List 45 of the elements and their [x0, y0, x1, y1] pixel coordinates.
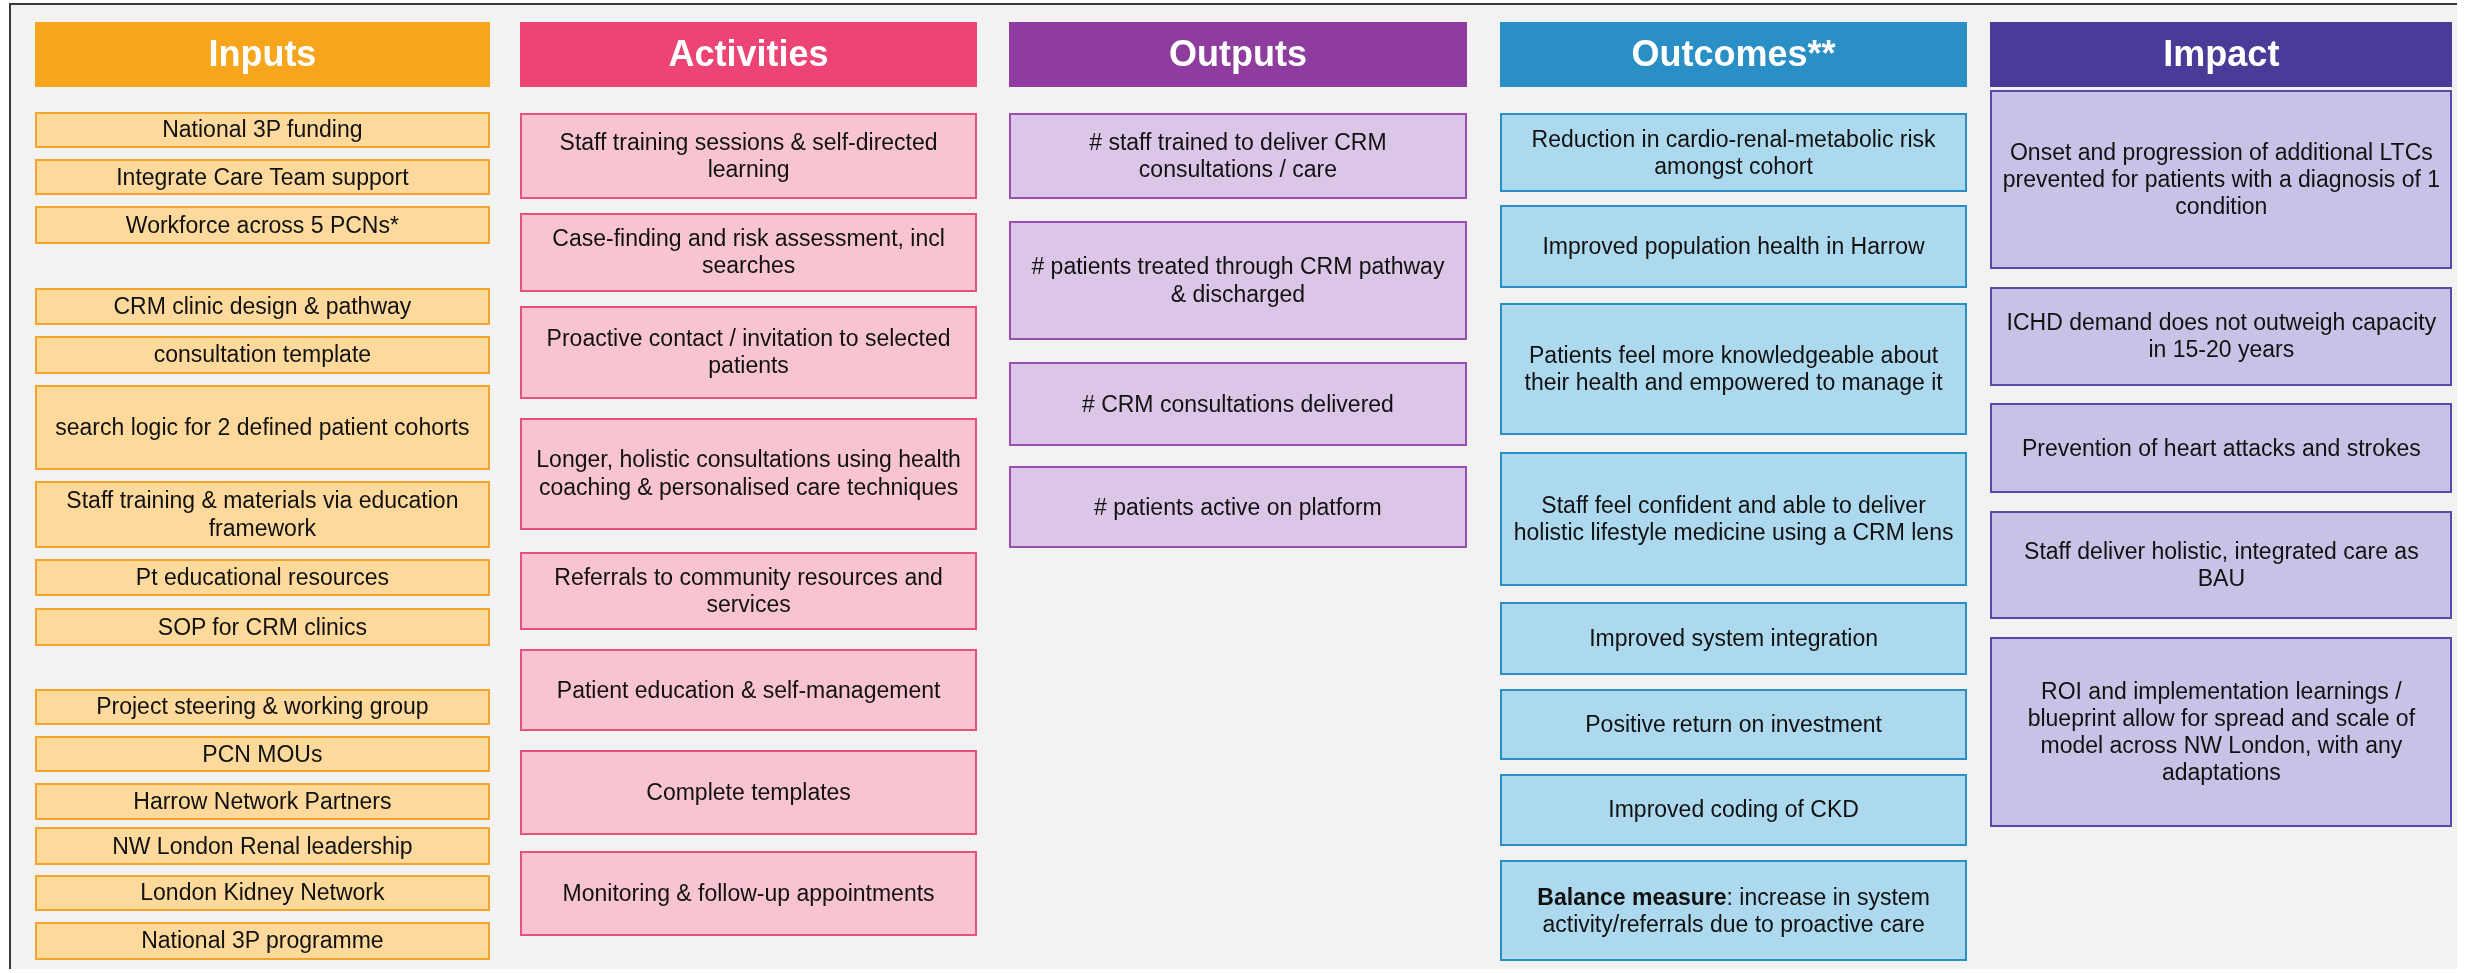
column-header: Impact	[1990, 22, 2453, 87]
item-box: # patients active on platform	[1008, 466, 1468, 549]
item-box: ICHD demand does not outweigh capacity in 15-20 years	[1990, 286, 2453, 387]
item-box: Workforce across 5 PCNs*	[34, 206, 491, 245]
item-box: Positive return on investment	[1500, 688, 1967, 760]
item-box: Onset and progression of additional LTCs prevented for patients with a diagnosis of 1 condition	[1990, 89, 2453, 270]
item-box: Case-finding and risk assessment, incl searches	[520, 212, 978, 292]
item-box: Project steering & working group	[34, 688, 491, 725]
item-box: # staff trained to deliver CRM consultations / care	[1008, 113, 1468, 199]
item-box: Patients feel more knowledgeable about their health and empowered to manage it	[1500, 302, 1967, 435]
item-box: Staff deliver holistic, integrated care as BAU	[1990, 510, 2453, 620]
item-box: search logic for 2 defined patient cohorts	[34, 384, 491, 470]
item-box: Complete templates	[520, 750, 978, 836]
item-box: Integrate Care Team support	[34, 159, 491, 196]
item-box: consultation template	[34, 335, 491, 374]
item-box: National 3P funding	[34, 111, 491, 149]
item-box: Improved coding of CKD	[1500, 773, 1967, 847]
item-box: Improved system integration	[1500, 602, 1967, 675]
item-box: Prevention of heart attacks and strokes	[1990, 403, 2453, 494]
item-box: # patients treated through CRM pathway & discharged	[1008, 220, 1468, 341]
column-header: Outcomes**	[1500, 22, 1967, 87]
item-box: London Kidney Network	[34, 874, 491, 911]
item-box: Referrals to community resources and services	[520, 551, 978, 631]
item-box: Balance measure: increase in system activity/referrals due to proactive care	[1500, 860, 1967, 962]
item-box: NW London Renal leadership	[34, 827, 491, 866]
item-box: Pt educational resources	[34, 559, 491, 596]
item-box: Improved population health in Harrow	[1500, 204, 1967, 289]
item-box: Reduction in cardio-renal-metabolic risk amongst cohort	[1500, 113, 1967, 193]
item-box: # CRM consultations delivered	[1008, 362, 1468, 446]
item-box: Patient education & self-management	[520, 649, 978, 732]
column-header: Activities	[520, 22, 978, 87]
item-box: Staff feel confident and able to deliver holistic lifestyle medicine using a CRM lens	[1500, 452, 1967, 587]
item-box: Harrow Network Partners	[34, 783, 491, 820]
column-header: Outputs	[1008, 22, 1468, 87]
item-box: CRM clinic design & pathway	[34, 288, 491, 325]
item-box: Proactive contact / invitation to selected patients	[520, 305, 978, 399]
item-box: PCN MOUs	[34, 736, 491, 773]
item-box: Staff training & materials via education framework	[34, 480, 491, 549]
item-box: Longer, holistic consultations using health coaching & personalised care techniques	[520, 417, 978, 530]
item-box: ROI and implementation learnings / blueprint allow for spread and scale of model across NW London, with any adaptations	[1990, 636, 2453, 828]
column-header: Inputs	[34, 22, 491, 87]
item-box: Monitoring & follow-up appointments	[520, 851, 978, 937]
item-box: SOP for CRM clinics	[34, 608, 491, 647]
item-box: National 3P programme	[34, 921, 491, 960]
item-box: Staff training sessions & self-directed learning	[520, 113, 978, 199]
